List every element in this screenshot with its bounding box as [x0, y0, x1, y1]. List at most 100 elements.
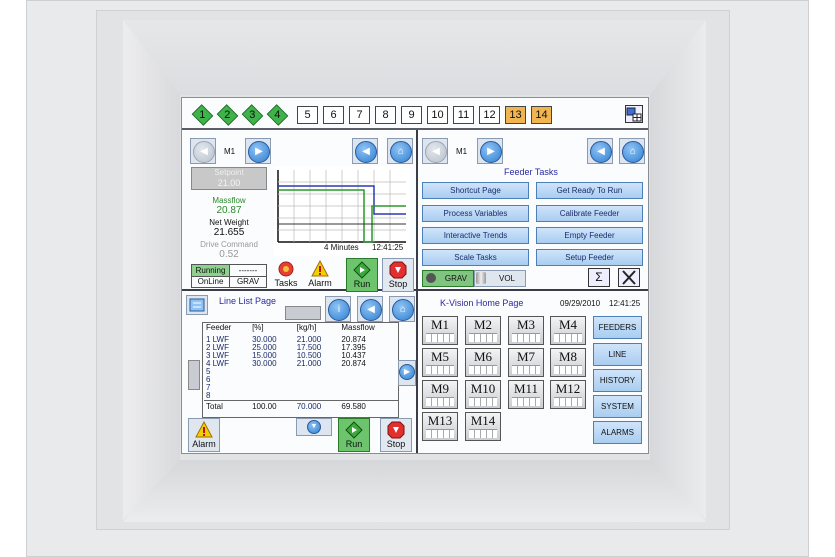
back-button[interactable]: ◀	[352, 138, 378, 164]
nav-feeders-button[interactable]: FEEDERS	[593, 316, 642, 339]
empty-feeder-button[interactable]: Empty Feeder	[536, 227, 643, 244]
alarm-button[interactable]: Alarm	[304, 258, 336, 292]
feeder-gauge-icon	[426, 397, 454, 406]
feeder-tile[interactable]: M7	[508, 348, 544, 377]
nav-line-button[interactable]: LINE	[593, 343, 642, 366]
table-row[interactable]: 6	[204, 376, 398, 384]
sigma-button[interactable]: Σ	[588, 268, 610, 287]
calibrate-feeder-button[interactable]: Calibrate Feeder	[536, 205, 643, 222]
feeder-tile[interactable]: M11	[508, 380, 544, 409]
vol-mode-button[interactable]: VOL	[474, 270, 526, 287]
table-row[interactable]: 5	[204, 368, 398, 376]
feeder-number-button[interactable]: 11	[453, 106, 474, 124]
feeder-number-button[interactable]: 3	[241, 104, 264, 126]
feeder-number-button[interactable]: 4	[266, 104, 289, 126]
feeder-number-button[interactable]: 6	[323, 106, 344, 124]
feeder-number-button[interactable]: 10	[427, 106, 448, 124]
prev-feeder-button[interactable]: ◀	[422, 138, 448, 164]
feeder-number-button[interactable]: 5	[297, 106, 318, 124]
grav-mode-button[interactable]: GRAV	[422, 270, 474, 287]
feeder-tile[interactable]: M10	[465, 380, 501, 409]
scroll-down-button[interactable]: ▼	[296, 418, 332, 436]
interactive-trends-button[interactable]: Interactive Trends	[422, 227, 529, 244]
tools-button[interactable]	[618, 268, 640, 287]
home-button[interactable]: ⌂	[387, 138, 413, 164]
setpoint-box[interactable]: Setpoint 21.00	[191, 167, 267, 190]
feeder-tile[interactable]: M1	[422, 316, 458, 345]
back-button[interactable]: ◀	[587, 138, 613, 164]
feeder-tile-label: M6	[473, 349, 493, 364]
setup-feeder-button[interactable]: Setup Feeder	[536, 249, 643, 266]
feeder-tile[interactable]: M4	[550, 316, 586, 345]
feeder-number-button[interactable]: 7	[349, 106, 370, 124]
process-variables-button[interactable]: Process Variables	[422, 205, 529, 222]
line-list-icon-button[interactable]	[186, 295, 208, 315]
feeder-number-button[interactable]: 14	[531, 106, 552, 124]
alarm-button[interactable]: Alarm	[188, 418, 220, 452]
shortcut-page-button[interactable]: Shortcut Page	[422, 182, 529, 199]
feeder-tile[interactable]: M5	[422, 348, 458, 377]
nav-history-button[interactable]: HISTORY	[593, 369, 642, 392]
nav-alarms-button[interactable]: ALARMS	[593, 421, 642, 444]
total-row: Total 100.00 70.000 69.580	[204, 400, 398, 412]
table-cell: 30.000	[252, 359, 277, 368]
feeder-label: M1	[224, 147, 236, 156]
scroll-right-button[interactable]: ▶	[398, 360, 416, 386]
feeder-number-button[interactable]: 8	[375, 106, 396, 124]
next-feeder-button[interactable]: ▶	[245, 138, 271, 164]
feeder-tile[interactable]: M13	[422, 412, 458, 441]
tasks-label: Tasks	[274, 278, 298, 288]
next-feeder-button[interactable]: ▶	[477, 138, 503, 164]
feeder-tile[interactable]: M3	[508, 316, 544, 345]
back-button[interactable]: ◀	[357, 296, 383, 322]
get-ready-button[interactable]: Get Ready To Run	[536, 182, 643, 199]
feeder-number-button[interactable]: 12	[479, 106, 500, 124]
table-cell: 1 LWF	[206, 335, 229, 344]
run-button[interactable]: Run	[338, 418, 370, 452]
table-row[interactable]: 8	[204, 392, 398, 401]
feeder-gauge-icon	[469, 365, 497, 374]
home-button[interactable]: ⌂	[619, 138, 645, 164]
feeder-tile[interactable]: M12	[550, 380, 586, 409]
feeder-tile[interactable]: M8	[550, 348, 586, 377]
feeder-tile[interactable]: M6	[465, 348, 501, 377]
feeder-number-bar: 1 2 3 4 5 6 7 8 9 10 11 12 13 14	[182, 98, 648, 130]
tasks-button[interactable]: Tasks	[270, 258, 302, 292]
table-row[interactable]: 7	[204, 384, 398, 392]
prev-feeder-button[interactable]: ◀	[190, 138, 216, 164]
nav-system-button[interactable]: SYSTEM	[593, 395, 642, 418]
feeder-tile[interactable]: M9	[422, 380, 458, 409]
feeder-tile-label: M5	[430, 349, 450, 364]
status-running: Running	[192, 265, 230, 277]
net-weight-label: Net Weight	[209, 218, 249, 227]
list-icon	[189, 298, 205, 312]
back-arrow-icon: ◀	[425, 141, 447, 163]
info-icon: i	[328, 299, 350, 321]
home-button[interactable]: ⌂	[389, 296, 415, 322]
stop-icon	[387, 421, 405, 439]
feeder-number-button[interactable]: 13	[505, 106, 526, 124]
feeder-tile[interactable]: M14	[465, 412, 501, 441]
stop-label: Stop	[386, 439, 406, 449]
feeder-number-button[interactable]: 9	[401, 106, 422, 124]
stop-button[interactable]: Stop	[380, 418, 412, 452]
info-button[interactable]: i	[325, 296, 351, 322]
scroll-left-button[interactable]	[188, 360, 200, 390]
tasks-icon	[278, 261, 294, 277]
feeder-tile[interactable]: M2	[465, 316, 501, 345]
feeder-number-button[interactable]: 2	[216, 104, 239, 126]
feeder-number-button[interactable]: 1	[191, 104, 214, 126]
touch-screen: 1 2 3 4 5 6 7 8 9 10 11 12 13 14 ◀ M1 ▶ …	[181, 97, 649, 454]
scale-tasks-button[interactable]: Scale Tasks	[422, 249, 529, 266]
feeder-tile-label: M14	[470, 413, 496, 428]
status-grid: Running ------- OnLine GRAV	[191, 264, 267, 288]
trend-chart[interactable]: 4 Minutes 12:41:25	[274, 166, 410, 256]
scroll-up-button[interactable]	[285, 306, 321, 320]
layout-grid-icon[interactable]	[625, 105, 643, 123]
stop-button[interactable]: Stop	[382, 258, 414, 292]
run-button[interactable]: Run	[346, 258, 378, 292]
